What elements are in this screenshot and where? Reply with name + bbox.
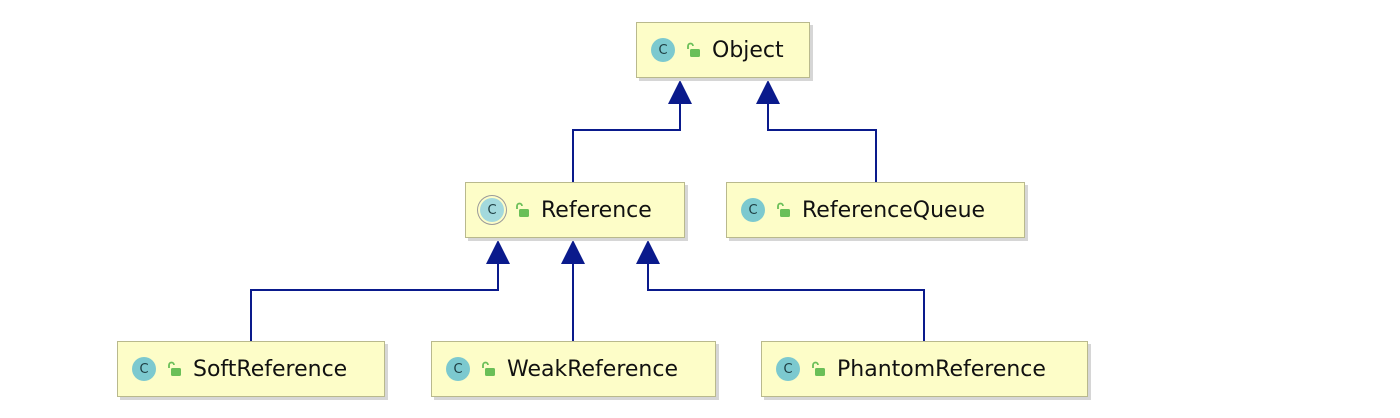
- inheritance-arrowhead: [668, 80, 692, 104]
- inheritance-arrowhead: [756, 80, 780, 104]
- inheritance-arrowhead: [561, 240, 585, 264]
- node-label: Reference: [541, 197, 652, 223]
- class-icon: C: [741, 198, 765, 222]
- public-lock-icon: [687, 42, 700, 57]
- node-label: Object: [712, 37, 784, 63]
- public-lock-icon: [482, 361, 495, 376]
- node-reference[interactable]: C Reference: [465, 182, 685, 238]
- node-label: SoftReference: [193, 356, 348, 382]
- public-lock-icon: [516, 202, 529, 217]
- node-label: PhantomReference: [837, 356, 1046, 382]
- inheritance-arrowhead: [486, 240, 510, 264]
- edge-reference-to-object: [572, 104, 681, 182]
- public-lock-icon: [812, 361, 825, 376]
- public-lock-icon: [168, 361, 181, 376]
- class-icon: C: [132, 357, 156, 381]
- class-icon: C: [651, 38, 675, 62]
- edge-softreference-to-reference: [250, 264, 499, 341]
- class-icon: C: [446, 357, 470, 381]
- node-label: ReferenceQueue: [802, 197, 986, 223]
- node-softreference[interactable]: C SoftReference: [117, 341, 385, 397]
- node-phantomreference[interactable]: C PhantomReference: [761, 341, 1088, 397]
- class-icon: C: [776, 357, 800, 381]
- node-referencequeue[interactable]: C ReferenceQueue: [726, 182, 1025, 238]
- node-object[interactable]: C Object: [636, 22, 810, 78]
- public-lock-icon: [777, 202, 790, 217]
- edge-referencequeue-to-object: [767, 104, 877, 182]
- inheritance-arrowhead: [636, 240, 660, 264]
- node-weakreference[interactable]: C WeakReference: [431, 341, 716, 397]
- abstract-class-icon: C: [480, 198, 504, 222]
- edge-phantomreference-to-reference: [647, 264, 925, 341]
- node-label: WeakReference: [507, 356, 679, 382]
